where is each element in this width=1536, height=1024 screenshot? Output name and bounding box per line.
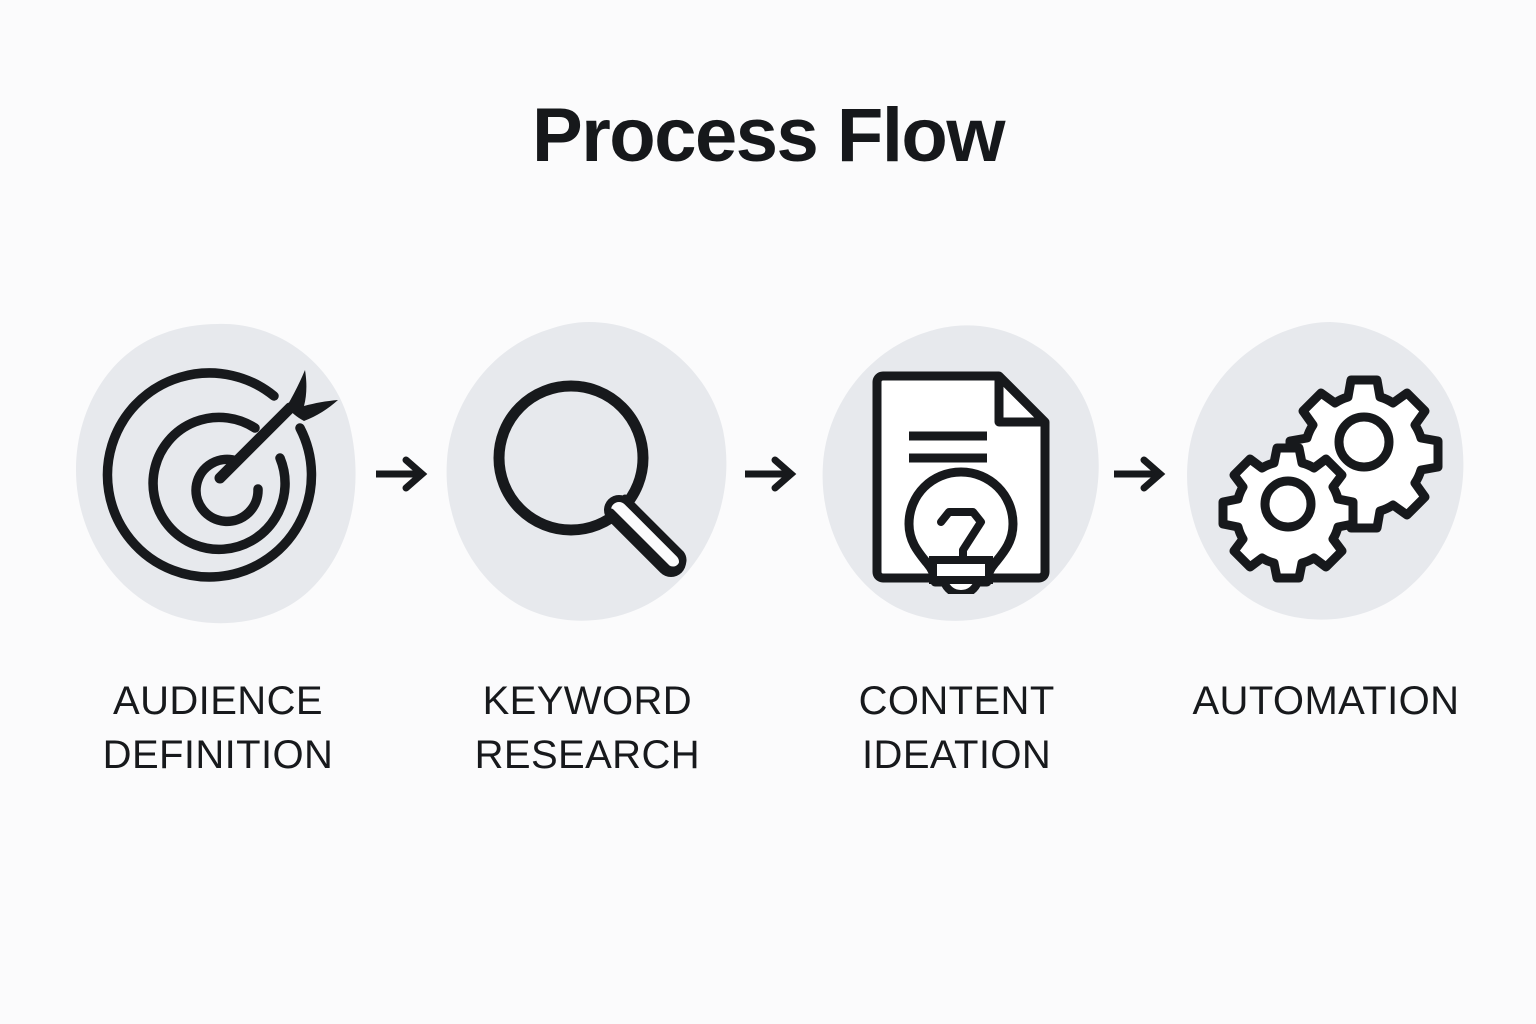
process-flow-steps: AUDIENCE DEFINITION bbox=[68, 318, 1476, 788]
arrow-right-icon bbox=[375, 456, 427, 492]
flow-connector-3 bbox=[1109, 318, 1173, 630]
flow-stage-label: AUTOMATION bbox=[1192, 679, 1460, 723]
icon-well bbox=[68, 318, 368, 630]
flow-stage-label: KEYWORD RESEARCH bbox=[474, 679, 701, 778]
flow-stage-automation[interactable]: AUTOMATION bbox=[1176, 318, 1476, 728]
icon-well bbox=[807, 318, 1107, 630]
flow-stage-audience-definition[interactable]: AUDIENCE DEFINITION bbox=[68, 318, 368, 783]
target-arrow-icon bbox=[102, 368, 338, 582]
flow-stage-content-ideation[interactable]: CONTENT IDEATION bbox=[807, 318, 1107, 783]
icon-well bbox=[437, 318, 737, 630]
arrow-right-icon bbox=[744, 456, 797, 492]
flow-connector-1 bbox=[371, 318, 435, 630]
page-title: Process Flow bbox=[532, 93, 1005, 178]
gears-icon bbox=[1218, 375, 1443, 583]
flow-stage-keyword-research[interactable]: KEYWORD RESEARCH bbox=[437, 318, 737, 783]
flow-connector-2 bbox=[740, 318, 804, 630]
icon-well bbox=[1176, 318, 1476, 630]
document-lightbulb-icon bbox=[872, 371, 1050, 594]
magnifying-glass-icon bbox=[493, 380, 687, 577]
arrow-right-icon bbox=[1114, 456, 1166, 492]
flow-stage-label: AUDIENCE DEFINITION bbox=[102, 679, 334, 778]
flow-stage-label: CONTENT IDEATION bbox=[858, 679, 1055, 778]
